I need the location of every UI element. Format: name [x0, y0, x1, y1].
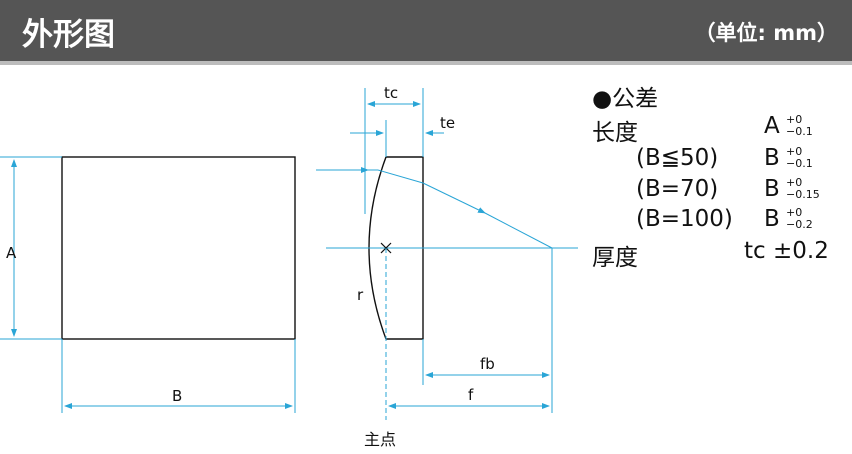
tolerance-label: 长度 — [592, 120, 638, 146]
header-bar: 外形图 （单位: mm） — [0, 0, 852, 61]
header-divider — [0, 61, 852, 65]
label-fb: fb — [480, 355, 495, 373]
tolerance-upper: +0 — [786, 176, 803, 189]
tolerance-heading: ●公差 — [592, 86, 659, 112]
label-f: f — [468, 386, 474, 404]
thickness-value: tc ±0.2 — [744, 238, 829, 264]
dimension-b — [61, 339, 296, 413]
dimension-tc-te — [350, 88, 444, 214]
tolerance-symbol: B — [764, 206, 780, 232]
tolerance-label: (B≦50) — [636, 145, 719, 171]
label-a: A — [6, 244, 17, 262]
tolerance-lower: −0.1 — [786, 157, 813, 170]
front-view-rect — [61, 156, 296, 340]
label-r: r — [357, 286, 364, 304]
tolerance-symbol: B — [764, 176, 780, 202]
label-tc: tc — [384, 84, 398, 102]
tolerance-symbol: B — [764, 145, 780, 171]
dimension-fb-f — [385, 248, 553, 420]
thickness-label: 厚度 — [592, 245, 638, 271]
unit-label: （单位: mm） — [694, 21, 838, 45]
incident-ray — [316, 167, 553, 249]
page-title: 外形图 — [22, 17, 115, 53]
label-te: te — [440, 114, 455, 132]
tolerance-label: (B=70) — [636, 176, 719, 202]
label-b: B — [172, 387, 182, 405]
tolerance-upper: +0 — [786, 113, 803, 126]
dimension-a — [0, 156, 62, 340]
tolerance-upper: +0 — [786, 145, 803, 158]
tolerance-upper: +0 — [786, 206, 803, 219]
tolerance-lower: −0.15 — [786, 188, 820, 201]
tolerance-label: (B=100) — [636, 206, 733, 232]
label-principal-point: 主点 — [364, 430, 396, 449]
tolerance-symbol: A — [764, 113, 780, 139]
tolerance-lower: −0.1 — [786, 125, 813, 138]
tolerance-lower: −0.2 — [786, 218, 813, 231]
